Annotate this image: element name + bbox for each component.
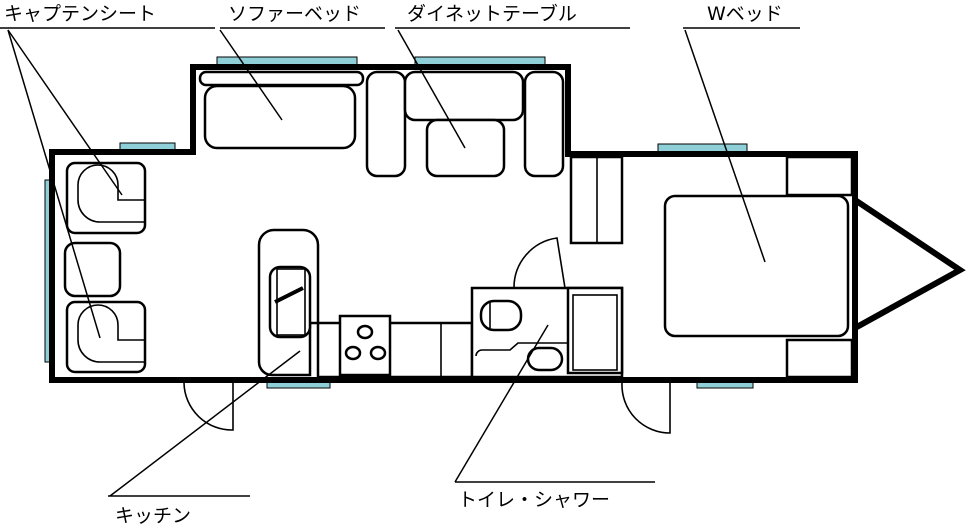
label-toilet-shower: トイレ・シャワー — [458, 489, 610, 511]
bathroom-door — [513, 237, 566, 289]
shower — [566, 286, 624, 375]
wardrobe — [569, 155, 624, 245]
w-bed — [663, 194, 850, 338]
captain-seat-top — [65, 161, 147, 235]
dinette — [365, 70, 565, 178]
label-dinette-table: ダイネットテーブル — [407, 2, 577, 25]
sink — [268, 265, 312, 339]
bathroom — [470, 237, 624, 379]
kitchen — [257, 228, 474, 379]
entry-door — [183, 382, 234, 431]
outer-wall — [49, 64, 858, 383]
sofa-bed — [198, 70, 365, 150]
rear-door — [621, 382, 671, 434]
leader-lines — [0, 27, 800, 497]
bed-cabinet-bottom — [785, 338, 854, 379]
front-table — [63, 241, 122, 298]
label-sofa-bed: ソファーベッド — [228, 3, 361, 25]
hitch — [853, 197, 966, 331]
label-captain-seat: キャプテンシート — [4, 3, 156, 25]
label-kitchen: キッチン — [115, 505, 191, 527]
bed-cabinet-top — [785, 155, 854, 197]
stove — [338, 314, 392, 377]
label-w-bed: Wベッド — [707, 3, 783, 25]
captain-seat-bottom — [65, 300, 147, 374]
toilet — [479, 299, 523, 332]
faucet — [274, 286, 304, 304]
